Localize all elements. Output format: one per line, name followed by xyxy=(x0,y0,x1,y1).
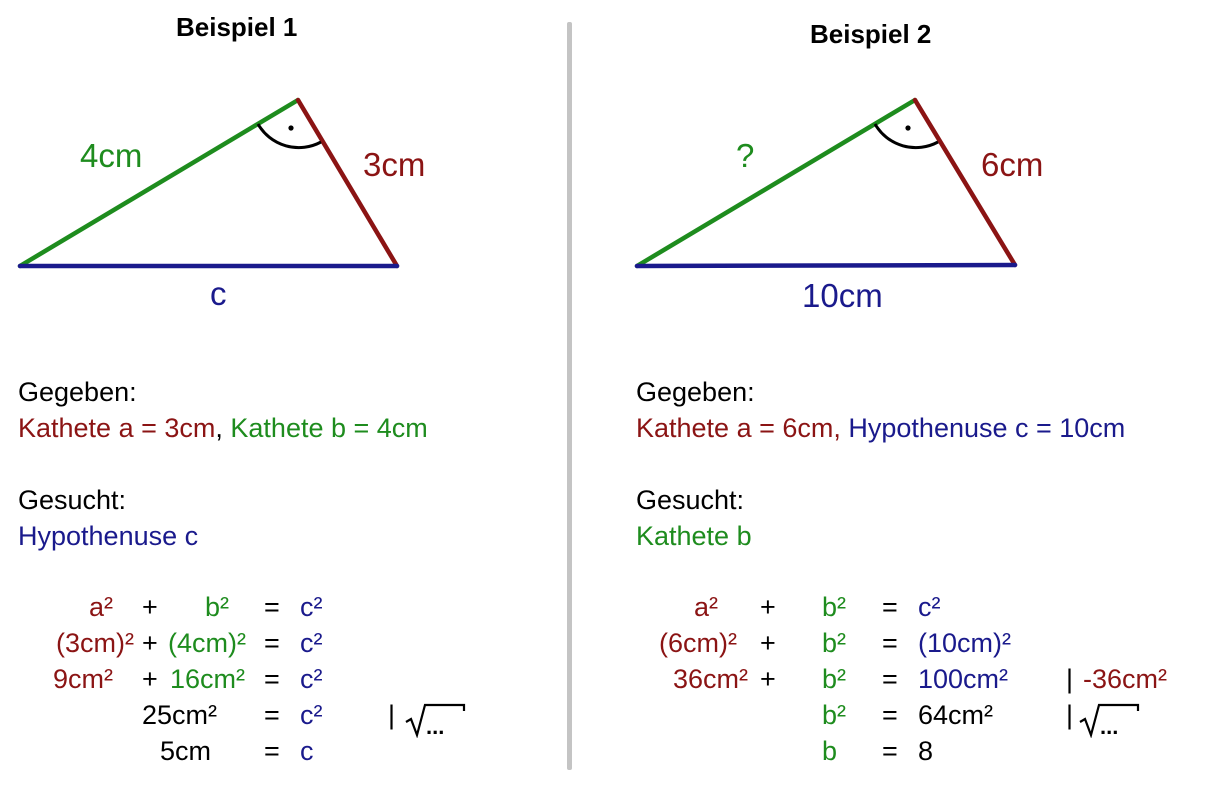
ex1-row3-eq: = xyxy=(264,664,280,694)
ex1-row2-left: (3cm)² xyxy=(56,628,134,658)
ex1-given-sep: , xyxy=(215,413,223,443)
ex1-given-b: Kathete b = 4cm xyxy=(230,413,428,443)
ex2-row3-op-value: -36cm² xyxy=(1083,664,1168,694)
ex1-row5-eq: = xyxy=(264,736,280,766)
ex2-side-a-label: 6cm xyxy=(981,146,1044,183)
ex2-row5-right: 8 xyxy=(918,736,934,766)
ex1-side-b xyxy=(17,97,301,269)
ex1-row4-op: | xyxy=(388,700,396,730)
ex1-given-a: Kathete a = 3cm xyxy=(18,413,216,443)
ex2-row2-eq: = xyxy=(882,628,898,658)
ex1-row1-eq: = xyxy=(264,592,280,622)
ex1-row2-right: c² xyxy=(300,628,323,658)
ex1-side-c-label: c xyxy=(210,275,227,312)
ex2-sqrt-dots: ... xyxy=(1100,714,1118,738)
ex2-side-c xyxy=(634,262,1018,269)
ex1-row5-mid: 5cm xyxy=(160,736,212,766)
ex2-title: Beispiel 2 xyxy=(810,19,932,49)
ex2-sought: Kathete b xyxy=(636,521,752,551)
ex1-row4-right: c² xyxy=(300,700,323,730)
ex1-row1-mid: b² xyxy=(205,592,230,622)
ex1-row3-left: 9cm² xyxy=(53,664,113,694)
ex2-row3-plus: + xyxy=(760,664,776,694)
ex1-side-a-label: 3cm xyxy=(363,146,426,183)
ex2-row3-op: | xyxy=(1066,664,1074,694)
ex1-row1-right: c² xyxy=(300,592,323,622)
ex2-row2-left: (6cm)² xyxy=(659,628,737,658)
ex2-row5-eq: = xyxy=(882,736,898,766)
ex2-given-line: Kathete a = 6cm, Hypothenuse c = 10cm xyxy=(636,410,1125,446)
ex1-row4-mid: 25cm² xyxy=(142,700,218,730)
ex1-row3-plus: + xyxy=(142,664,158,694)
ex2-row4-right: 64cm² xyxy=(918,700,994,730)
ex1-row3-right: c² xyxy=(300,664,323,694)
ex1-given-heading: Gegeben: xyxy=(18,377,137,407)
ex2-side-a xyxy=(912,97,1018,268)
ex2-row4-op: | xyxy=(1066,700,1074,730)
ex2-row4-eq: = xyxy=(882,700,898,730)
ex1-row3-mid: 16cm² xyxy=(170,664,246,694)
ex2-row3-right: 100cm² xyxy=(918,664,1009,694)
ex1-sqrt-dots: ... xyxy=(426,714,444,738)
ex2-right-angle-dot xyxy=(905,125,911,131)
ex2-side-b-label: ? xyxy=(736,137,755,174)
ex2-sought-heading: Gesucht: xyxy=(636,485,745,515)
ex1-row2-mid: (4cm)² xyxy=(168,628,246,658)
ex1-square-root-icon: ... xyxy=(405,703,466,738)
ex2-row1-eq: = xyxy=(882,592,898,622)
ex2-row3-mid: b² xyxy=(822,664,847,694)
ex1-row2-eq: = xyxy=(264,628,280,658)
ex2-row1-mid: b² xyxy=(822,592,847,622)
ex1-sought: Hypothenuse c xyxy=(18,521,199,551)
ex2-row5-mid: b xyxy=(822,736,838,766)
ex2-row1-right: c² xyxy=(918,592,941,622)
ex2-right-angle-arc xyxy=(873,123,939,150)
ex2-given-a: Kathete a = 6cm, xyxy=(636,413,841,443)
ex1-side-a xyxy=(295,97,400,269)
ex2-row2-mid: b² xyxy=(822,628,847,658)
ex2-row2-plus: + xyxy=(760,628,776,658)
ex2-row3-eq: = xyxy=(882,664,898,694)
ex1-row1-plus: + xyxy=(142,592,158,622)
column-divider xyxy=(567,22,572,770)
ex2-row1-left: a² xyxy=(693,592,718,622)
ex2-side-c-label: 10cm xyxy=(802,277,883,314)
ex1-right-angle-dot xyxy=(288,125,294,131)
ex2-given-c: Hypothenuse c = 10cm xyxy=(848,413,1126,443)
ex1-row1-left: a² xyxy=(88,592,113,622)
ex2-given-heading: Gegeben: xyxy=(636,377,755,407)
ex1-right-angle-arc xyxy=(256,123,322,150)
ex1-title: Beispiel 1 xyxy=(176,12,298,42)
ex1-sought-heading: Gesucht: xyxy=(18,485,127,515)
ex2-square-root-icon: ... xyxy=(1079,703,1140,738)
ex2-row4-mid: b² xyxy=(822,700,847,730)
ex2-side-b xyxy=(634,97,918,269)
ex1-row5-right: c xyxy=(300,736,314,766)
ex2-row2-right: (10cm)² xyxy=(918,628,1011,658)
ex1-row2-plus: + xyxy=(142,628,158,658)
ex1-given-line: Kathete a = 3cm, Kathete b = 4cm xyxy=(18,410,428,446)
ex1-side-b-label: 4cm xyxy=(80,137,143,174)
ex2-row3-left: 36cm² xyxy=(672,664,748,694)
ex1-row4-eq: = xyxy=(264,700,280,730)
ex2-row1-plus: + xyxy=(760,592,776,622)
